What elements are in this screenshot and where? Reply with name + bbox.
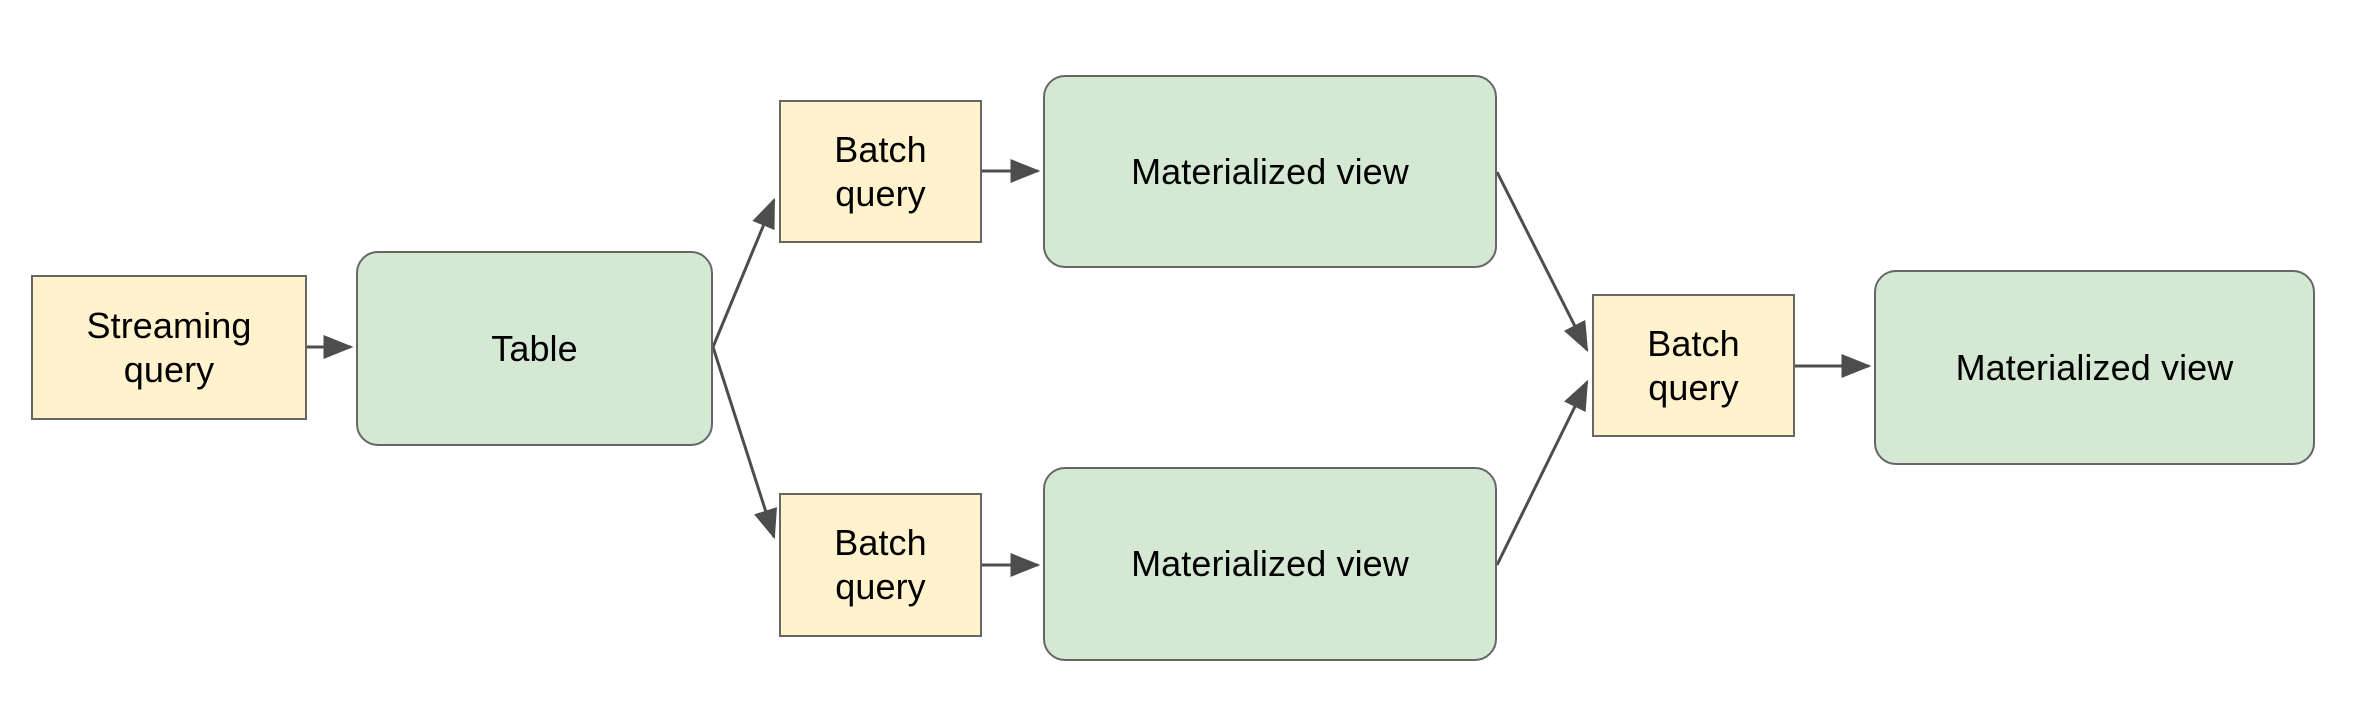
node-label: Materialized view <box>1131 543 1409 585</box>
node-label: Materialized view <box>1955 346 2234 388</box>
node-label: Batch query <box>834 522 927 607</box>
node-label: Batch query <box>1647 322 1740 408</box>
node-batch-query-bottom[interactable]: Batch query <box>779 493 982 637</box>
node-label: Batch query <box>834 128 927 214</box>
node-label: Materialized view <box>1131 150 1409 192</box>
node-batch-query-top[interactable]: Batch query <box>779 100 982 243</box>
node-materialized-view-bottom[interactable]: Materialized view <box>1043 467 1497 661</box>
node-label: Streaming query <box>86 304 252 390</box>
edge-table-to-batch-query-bottom <box>711 346 777 540</box>
edge-materialized-view-bottom-to-batch-query-middle <box>1495 379 1589 566</box>
node-label: Table <box>491 327 578 369</box>
edge-table-to-batch-query-top <box>711 197 776 348</box>
node-batch-query-middle[interactable]: Batch query <box>1592 294 1795 437</box>
edge-materialized-view-top-to-batch-query-middle <box>1495 171 1589 353</box>
node-materialized-view-top[interactable]: Materialized view <box>1043 75 1497 268</box>
node-materialized-view-final[interactable]: Materialized view <box>1874 270 2315 465</box>
node-table[interactable]: Table <box>356 251 713 446</box>
node-streaming-query[interactable]: Streaming query <box>31 275 307 420</box>
